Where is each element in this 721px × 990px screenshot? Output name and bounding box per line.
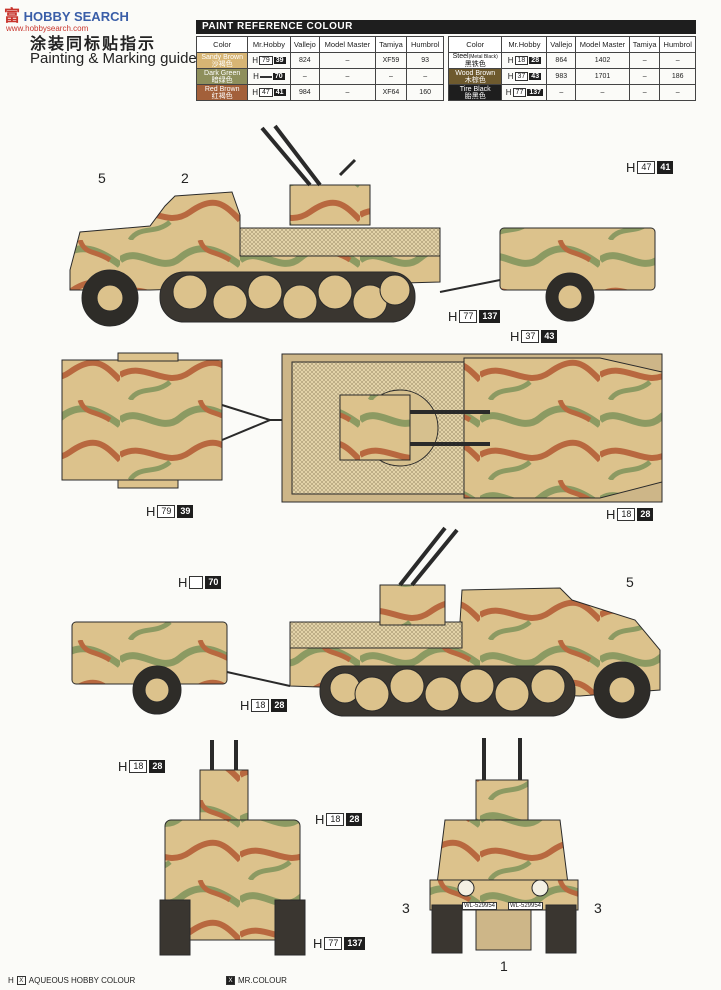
watermark-brand: HOBBY SEARCH	[23, 9, 129, 24]
part-number-2: 2	[181, 170, 189, 186]
legend-mr: X MR.COLOUR	[226, 976, 287, 985]
title-chinese: 涂装同标贴指示	[30, 34, 157, 53]
plate-right: WL-529954	[508, 902, 544, 910]
watermark-brand-big: 富	[4, 8, 21, 25]
plate-left: WL-529954	[462, 902, 498, 910]
watermark-url: www.hobbysearch.com	[6, 24, 89, 33]
paint-reference-heading: PAINT REFERENCE COLOUR	[196, 20, 696, 34]
part-number-3b: 3	[594, 900, 602, 916]
paint-col-header: Model Master	[575, 36, 630, 53]
legend-aqueous-symbol: X	[16, 976, 26, 985]
watermark: 富 HOBBY SEARCH	[4, 2, 129, 26]
paint-col-header: Vallejo	[546, 36, 577, 53]
paint-col-header: Humbrol	[659, 36, 696, 53]
part-number-5: 5	[98, 170, 106, 186]
paint-col-header: Tamiya	[628, 36, 661, 53]
cab-top	[463, 357, 663, 499]
part-number-3a: 3	[402, 900, 410, 916]
paint-col-header: Model Master	[319, 36, 376, 53]
front-view	[429, 738, 579, 954]
rear-view	[159, 740, 306, 956]
paint-col-header: Color	[195, 36, 249, 53]
side-view-right	[71, 526, 661, 719]
top-view	[61, 352, 663, 503]
side-mesh-panel	[239, 227, 441, 257]
trailer-top	[61, 359, 223, 481]
part-number-5b: 5	[626, 574, 634, 590]
legend-mr-label: MR.COLOUR	[238, 976, 287, 985]
paint-col-header: Mr.Hobby	[501, 36, 548, 53]
gun-mount	[289, 184, 371, 226]
legend-mr-symbol: X	[226, 976, 235, 985]
side-view-left	[69, 124, 656, 327]
paint-col-header: Tamiya	[374, 36, 408, 53]
rear-hull	[164, 819, 301, 941]
part-number-1: 1	[500, 958, 508, 974]
title-english: Painting & Marking guide	[30, 50, 197, 67]
legend-aqueous-label: AQUEOUS HOBBY COLOUR	[28, 976, 136, 985]
